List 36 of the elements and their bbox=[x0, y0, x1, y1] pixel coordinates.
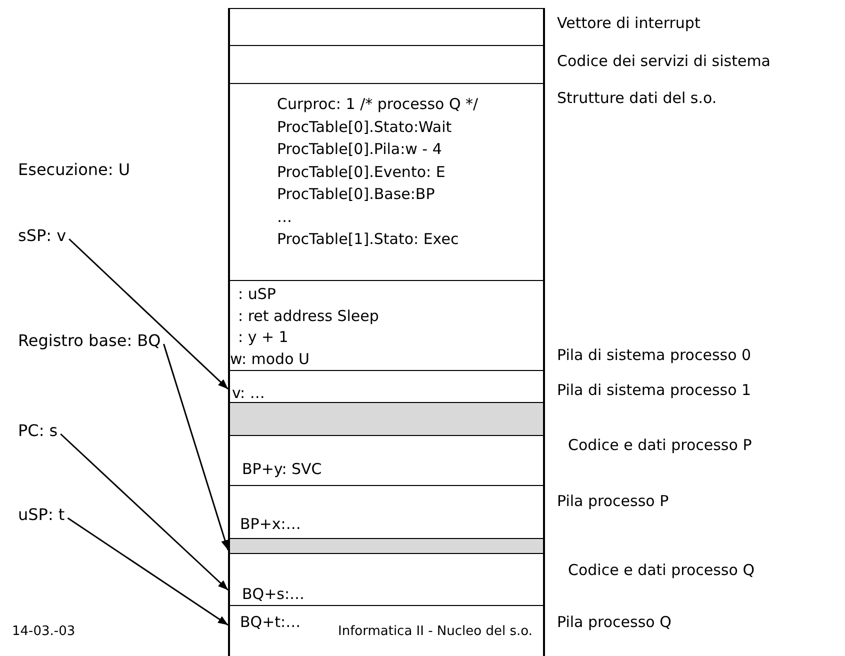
footer-date: 14-03.-03 bbox=[12, 623, 76, 641]
memory-entry: … bbox=[277, 206, 292, 226]
register-label: sSP: v bbox=[18, 226, 66, 246]
segment-label: Pila processo Q bbox=[557, 612, 672, 632]
segment-label: Pila processo P bbox=[557, 491, 669, 511]
memory-entry: v: … bbox=[232, 383, 265, 403]
arrow bbox=[68, 238, 229, 390]
segment-label: Strutture dati del s.o. bbox=[557, 88, 717, 108]
memory-entry: ProcTable[1].Stato: Exec bbox=[277, 229, 459, 249]
arrow bbox=[60, 433, 229, 591]
memory-entry: BP+x:… bbox=[240, 514, 301, 534]
segment-label: Pila di sistema processo 1 bbox=[557, 380, 752, 400]
register-label: uSP: t bbox=[18, 505, 65, 525]
memory-entry: ProcTable[0].Evento: E bbox=[277, 162, 446, 182]
memory-entry: : y + 1 bbox=[238, 327, 288, 347]
segment-label: Codice dei servizi di sistema bbox=[557, 51, 771, 71]
memory-entry: BQ+s:… bbox=[242, 584, 305, 604]
footer-title: Informatica II - Nucleo del s.o. bbox=[338, 623, 532, 641]
memory-entry: BP+y: SVC bbox=[242, 459, 322, 479]
memory-entry: : ret address Sleep bbox=[238, 306, 379, 326]
memory-entry: ProcTable[0].Stato:Wait bbox=[277, 116, 452, 136]
segment-label: Vettore di interrupt bbox=[557, 13, 700, 33]
memory-entry: BQ+t:… bbox=[240, 612, 301, 632]
segment-label: Codice e dati processo Q bbox=[568, 560, 755, 580]
memory-entry: ProcTable[0].Base:BP bbox=[277, 184, 435, 204]
memory-entry: ProcTable[0].Pila:w - 4 bbox=[277, 139, 442, 159]
segment-label: Codice e dati processo P bbox=[568, 435, 752, 455]
segment-label: Pila di sistema processo 0 bbox=[557, 345, 752, 365]
memory-entry: : uSP bbox=[238, 284, 276, 304]
memory-entry: Curproc: 1 /* processo Q */ bbox=[277, 94, 478, 114]
arrow bbox=[67, 517, 228, 626]
register-label: Registro base: BQ bbox=[18, 331, 161, 351]
arrow bbox=[163, 344, 229, 550]
memory-entry: w: modo U bbox=[230, 348, 310, 368]
register-label: PC: s bbox=[18, 421, 58, 441]
register-label: Esecuzione: U bbox=[18, 160, 130, 180]
